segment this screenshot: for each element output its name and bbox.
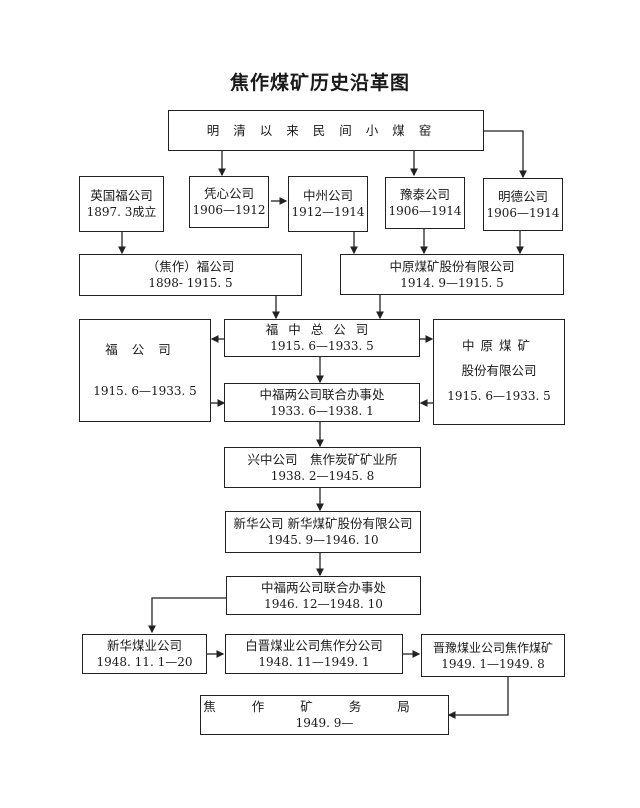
node-name: 白晋煤业公司焦作分公司 <box>245 638 383 653</box>
node-name: 豫泰公司 <box>399 187 450 202</box>
node-name-line2: 股份有限公司 <box>461 363 537 378</box>
node-date: 1933. 6—1938. 1 <box>270 403 374 418</box>
arrow-joint2-xinhuacoal <box>148 597 226 634</box>
node-zhongyuan-2: 中原煤矿 股份有限公司 1915. 6—1933. 5 <box>433 319 565 425</box>
node-zhong-zhou: 中州公司 1912—1914 <box>288 176 368 232</box>
node-date: 1912—1914 <box>291 205 365 219</box>
node-date: 1906—1914 <box>486 205 560 220</box>
node-date: 1906—1912 <box>192 203 266 217</box>
node-zhongyuan-1: 中原煤矿股份有限公司 1914. 9—1915. 5 <box>340 254 564 295</box>
node-date: 1946. 12—1948. 10 <box>264 596 383 611</box>
arrow-origin-mingde <box>484 130 527 179</box>
node-ping-xin: 凭心公司 1906—1912 <box>189 176 269 228</box>
node-date: 1915. 6—1933. 5 <box>447 389 551 403</box>
node-bureau: 焦作矿务局 1949. 9— <box>200 695 449 735</box>
node-date: 1906—1914 <box>388 204 462 218</box>
node-yu-tai: 豫泰公司 1906—1914 <box>385 177 465 229</box>
node-name-line1: 中原煤矿 <box>461 338 536 353</box>
node-ying-fu: 英国福公司 1897. 3成立 <box>79 176 164 232</box>
node-name: 凭心公司 <box>203 186 254 201</box>
node-baijin: 白晋煤业公司焦作分公司 1948. 11—1949. 1 <box>225 634 403 674</box>
node-date: 1914. 9—1915. 5 <box>400 275 504 290</box>
node-ming-de: 明德公司 1906—1914 <box>483 178 563 231</box>
node-name: 中原煤矿股份有限公司 <box>389 258 515 274</box>
node-fu-company: 福公司 1915. 6—1933. 5 <box>79 319 211 422</box>
node-name: 明清以来民间小煤窑 <box>206 122 446 138</box>
node-name: 中州公司 <box>302 188 353 203</box>
node-name: 晋豫煤业公司焦作煤矿 <box>432 640 553 655</box>
node-name: 兴中公司 焦作炭矿矿业所 <box>247 451 398 467</box>
node-jinyu: 晋豫煤业公司焦作煤矿 1949. 1—1949. 8 <box>421 634 565 677</box>
node-date: 1897. 3成立 <box>86 205 157 219</box>
node-name: 焦作矿务局 <box>203 699 446 714</box>
node-date: 1915. 6—1933. 5 <box>93 384 197 398</box>
node-name: 英国福公司 <box>90 188 153 203</box>
node-date: 1948. 11—1949. 1 <box>258 655 370 669</box>
node-joint-office-2: 中福两公司联合办事处 1946. 12—1948. 10 <box>226 576 421 615</box>
node-date: 1949. 9— <box>295 716 354 730</box>
node-name: 福中总公司 <box>265 322 379 337</box>
node-date: 1915. 6—1933. 5 <box>270 339 374 353</box>
diagram-title: 焦作煤矿历史沿革图 <box>229 72 410 94</box>
node-date: 1948. 11. 1—20 <box>96 655 193 669</box>
node-date: 1945. 9—1946. 10 <box>267 533 379 547</box>
node-xingzhong: 兴中公司 焦作炭矿矿业所 1938. 2—1945. 8 <box>224 447 421 488</box>
node-origin: 明清以来民间小煤窑 <box>168 110 484 151</box>
node-joint-office-1: 中福两公司联合办事处 1933. 6—1938. 1 <box>224 383 420 422</box>
node-fuzhong: 福中总公司 1915. 6—1933. 5 <box>224 319 420 357</box>
node-name: 中福两公司联合办事处 <box>259 386 385 402</box>
node-name: 新华煤业公司 <box>106 638 182 653</box>
node-name: 中福两公司联合办事处 <box>260 579 386 595</box>
arrow-jinyu-bureau <box>447 677 509 719</box>
node-date: 1938. 2—1945. 8 <box>270 468 375 483</box>
node-date: 1898- 1915. 5 <box>148 276 233 290</box>
node-xinhua: 新华公司 新华煤矿股份有限公司 1945. 9—1946. 10 <box>225 511 421 553</box>
node-jiaozuo-fu: （焦作）福公司 1898- 1915. 5 <box>79 254 302 296</box>
node-name: 福公司 <box>105 342 185 357</box>
node-name: 新华公司 新华煤矿股份有限公司 <box>233 516 413 531</box>
node-date: 1949. 1—1949. 8 <box>441 656 545 671</box>
node-xinhua-coal: 新华煤业公司 1948. 11. 1—20 <box>82 634 207 674</box>
node-name: 明德公司 <box>497 188 548 204</box>
node-name: （焦作）福公司 <box>146 259 235 274</box>
